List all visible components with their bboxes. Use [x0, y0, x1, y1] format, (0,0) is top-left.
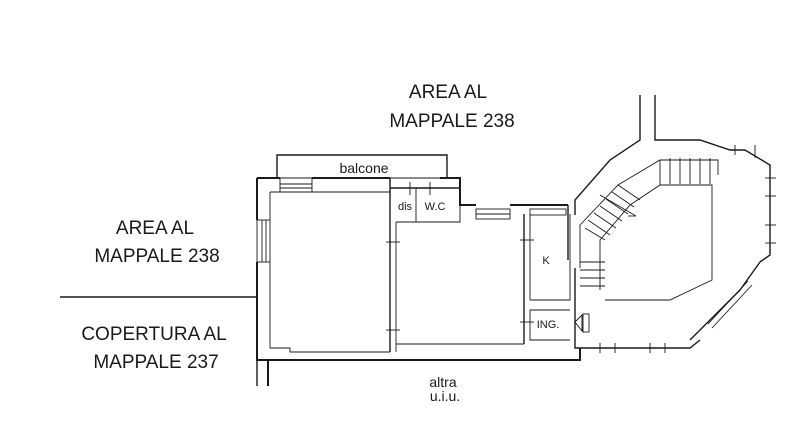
entrance-door-icon: [574, 313, 590, 333]
area-left-label-line1: AREA AL: [116, 218, 194, 239]
altra-label-line1: altra: [429, 374, 456, 390]
kitchen-label: K: [542, 255, 550, 267]
staircase-area: [574, 95, 776, 353]
door-ticks: [386, 239, 534, 331]
window-left: [256, 219, 271, 263]
ingresso-label: ING.: [537, 319, 560, 331]
area-top-label-line2: MAPPALE 238: [389, 111, 514, 132]
window-wc: [475, 208, 511, 220]
window-top-main-room: [279, 177, 313, 193]
copertura-label-line1: COPERTURA AL: [81, 324, 226, 345]
copertura-label-line2: MAPPALE 237: [93, 352, 218, 373]
area-left-label-line2: MAPPALE 238: [94, 246, 219, 267]
dis-label: dis: [398, 201, 413, 213]
window-kitchen: [529, 208, 567, 216]
area-top-label-line1: AREA AL: [409, 82, 487, 103]
apartment-outer-walls: [256, 177, 581, 386]
altra-label-line2: u.i.u.: [430, 388, 460, 404]
balcone-label: balcone: [339, 160, 388, 176]
wc-label: W.C: [425, 201, 446, 213]
